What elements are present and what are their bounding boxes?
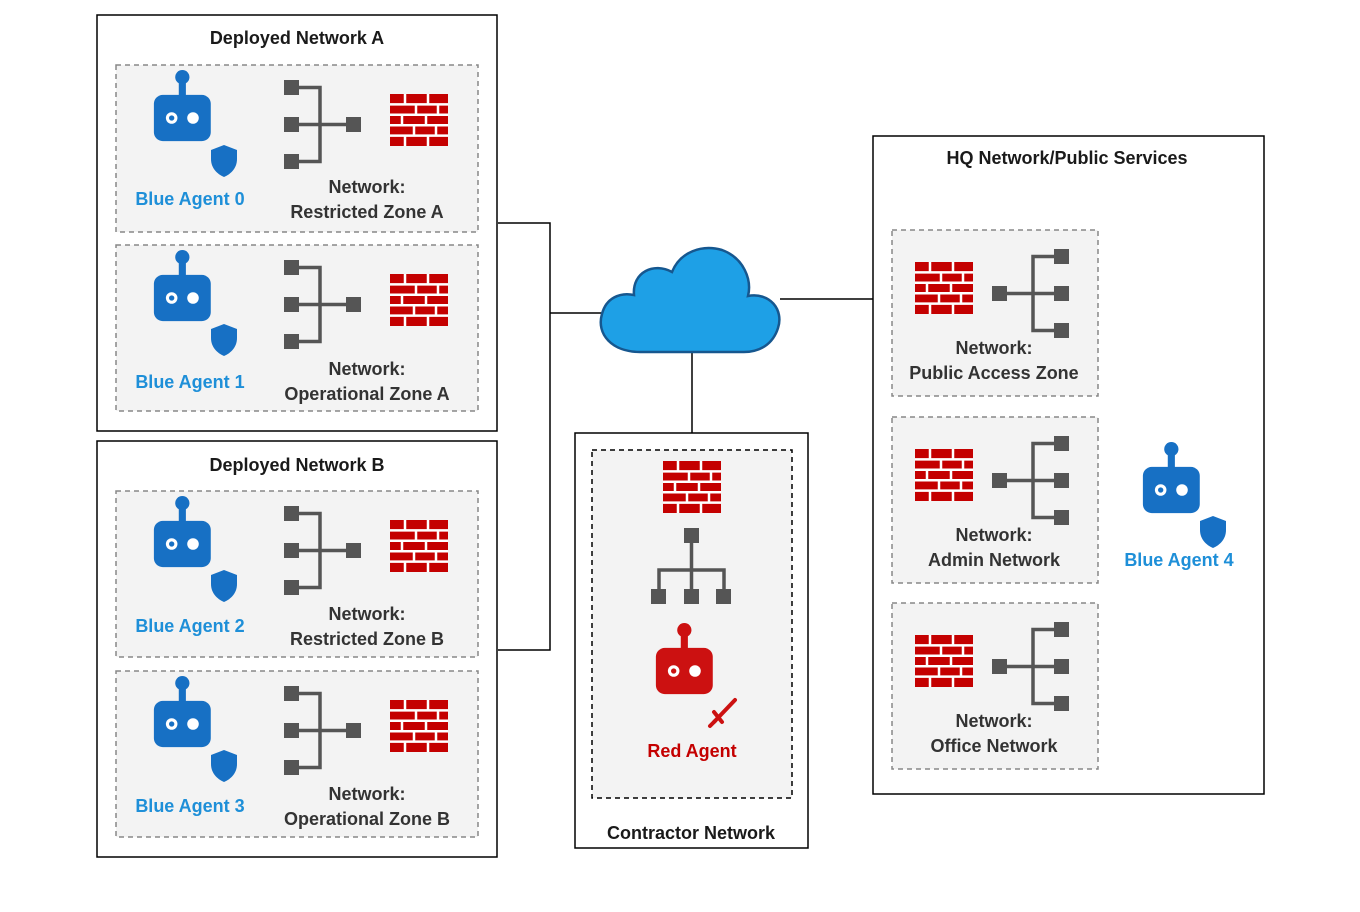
network-label-line1: Network: bbox=[328, 604, 405, 624]
firewall-icon bbox=[388, 698, 450, 754]
network-label-line2: Admin Network bbox=[928, 550, 1061, 570]
network-switch-icon bbox=[651, 528, 731, 604]
network-label-line2: Restricted Zone A bbox=[290, 202, 443, 222]
subnet-operational-zone-a: Blue Agent 1 Network: Operational Zone A bbox=[115, 244, 479, 412]
subnet-office-network: Network: Office Network bbox=[891, 602, 1099, 770]
contractor-network: Red Agent Contractor Network bbox=[574, 432, 809, 849]
connection-lines bbox=[498, 222, 873, 651]
red-agent-label: Red Agent bbox=[647, 741, 736, 761]
network-label-line1: Network: bbox=[955, 338, 1032, 358]
subnet-operational-zone-b: Blue Agent 3 Network: Operational Zone B bbox=[115, 670, 479, 838]
network-label-line2: Operational Zone B bbox=[284, 809, 450, 829]
blue-agent-label: Blue Agent 4 bbox=[1124, 550, 1233, 570]
firewall-icon bbox=[661, 459, 723, 515]
cloud-icon bbox=[599, 246, 781, 354]
hq-network: HQ Network/Public Services Network: Publ… bbox=[872, 135, 1265, 795]
firewall-icon bbox=[913, 633, 975, 689]
blue-agent-label: Blue Agent 1 bbox=[135, 372, 244, 392]
firewall-icon bbox=[388, 92, 450, 148]
network-label-line2: Office Network bbox=[930, 736, 1058, 756]
deployed-network-b: Deployed Network B Blue Agent 2 Network:… bbox=[96, 440, 498, 858]
network-label-line1: Network: bbox=[328, 784, 405, 804]
network-label-line1: Network: bbox=[955, 525, 1032, 545]
subnet-public-access-zone: Network: Public Access Zone bbox=[891, 229, 1099, 397]
network-label-line2: Restricted Zone B bbox=[290, 629, 444, 649]
blue-agent-label: Blue Agent 2 bbox=[135, 616, 244, 636]
group-title: HQ Network/Public Services bbox=[946, 148, 1187, 168]
firewall-icon bbox=[913, 260, 975, 316]
sword-icon bbox=[708, 698, 737, 728]
firewall-icon bbox=[913, 447, 975, 503]
firewall-icon bbox=[388, 518, 450, 574]
subnet-admin-network: Network: Admin Network bbox=[891, 416, 1099, 584]
firewall-icon bbox=[388, 272, 450, 328]
network-label-line2: Operational Zone A bbox=[284, 384, 449, 404]
blue-agent-4: Blue Agent 4 bbox=[1124, 442, 1234, 570]
group-title: Contractor Network bbox=[607, 823, 776, 843]
subnet-restricted-zone-b: Blue Agent 2 Network: Restricted Zone B bbox=[115, 490, 479, 658]
group-title: Deployed Network B bbox=[209, 455, 384, 475]
group-title: Deployed Network A bbox=[210, 28, 384, 48]
network-label-line1: Network: bbox=[328, 359, 405, 379]
deployed-network-a: Deployed Network A Blue Agent 0 Network:… bbox=[96, 14, 498, 432]
network-label-line1: Network: bbox=[955, 711, 1032, 731]
network-label-line2: Public Access Zone bbox=[909, 363, 1078, 383]
subnet-restricted-zone-a: Blue Agent 0 Network: Restricted Zone A bbox=[115, 64, 479, 233]
network-label-line1: Network: bbox=[328, 177, 405, 197]
blue-agent-label: Blue Agent 0 bbox=[135, 189, 244, 209]
blue-agent-label: Blue Agent 3 bbox=[135, 796, 244, 816]
